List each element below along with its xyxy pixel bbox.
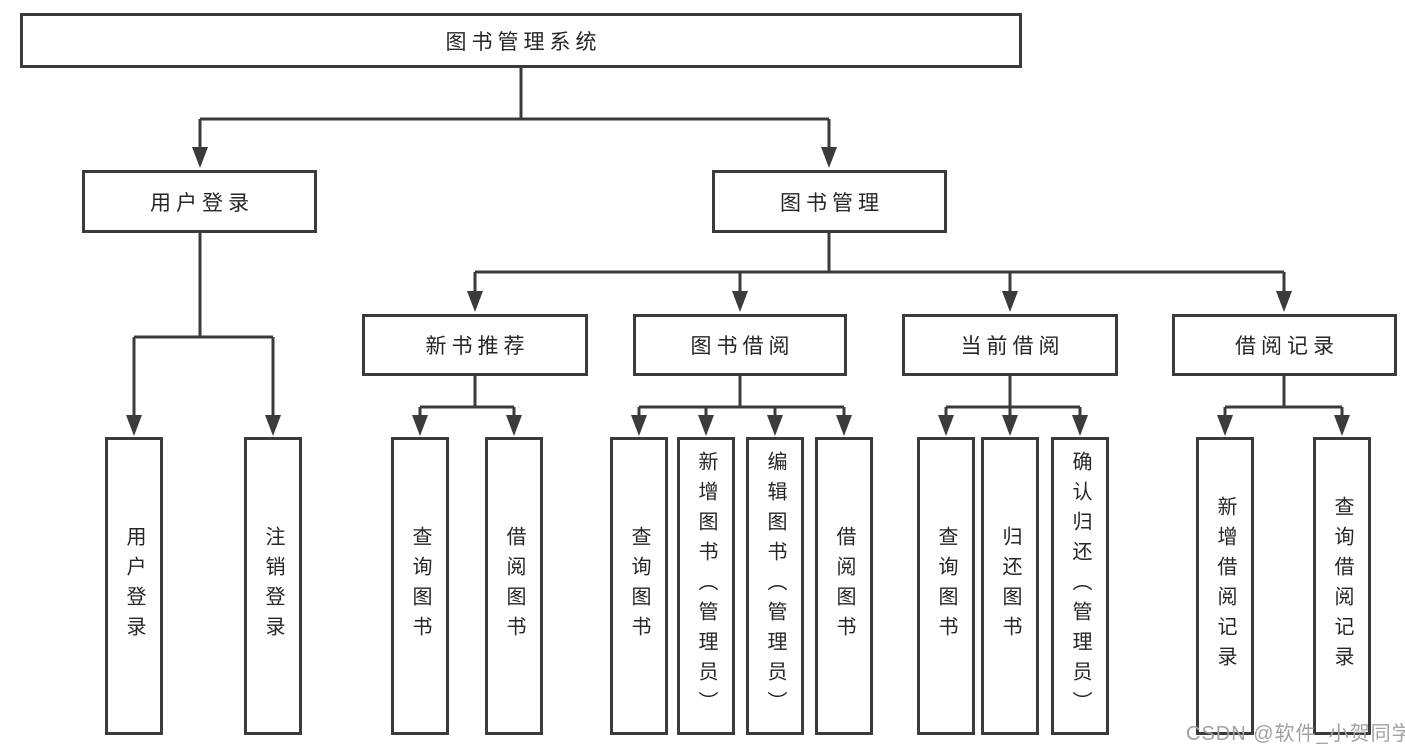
arrow-down-icon — [1002, 291, 1018, 312]
arrow-down-icon — [938, 415, 954, 436]
csdn-watermark: CSDN @软件_小贺同学 — [1186, 723, 1405, 745]
arrow-down-icon — [412, 415, 428, 436]
leaf-query-books-borrowing: 查询图书 — [610, 437, 668, 735]
arrow-down-icon — [1276, 291, 1292, 312]
arrow-down-icon — [265, 415, 281, 436]
node-user-login: 用户登录 — [82, 170, 317, 233]
leaf-edit-book-admin: 编辑图书（管理员） — [746, 437, 804, 735]
leaf-confirm-return-admin: 确认归还（管理员） — [1051, 437, 1109, 735]
node-new-book-recommendation: 新书推荐 — [362, 314, 588, 376]
arrow-down-icon — [821, 147, 837, 168]
arrow-down-icon — [1002, 415, 1018, 436]
node-root-system: 图书管理系统 — [20, 13, 1022, 68]
arrow-down-icon — [631, 415, 647, 436]
leaf-return-books: 归还图书 — [981, 437, 1039, 735]
leaf-query-books-recommend: 查询图书 — [391, 437, 449, 735]
arrow-down-icon — [467, 291, 483, 312]
arrow-down-icon — [767, 415, 783, 436]
leaf-add-borrow-record: 新增借阅记录 — [1196, 437, 1254, 735]
arrow-down-icon — [192, 147, 208, 168]
node-current-borrowing: 当前借阅 — [902, 314, 1118, 376]
arrow-down-icon — [1217, 415, 1233, 436]
leaf-logout: 注销登录 — [244, 437, 302, 735]
leaf-query-books-current: 查询图书 — [917, 437, 975, 735]
arrow-down-icon — [732, 291, 748, 312]
leaf-query-borrow-record: 查询借阅记录 — [1313, 437, 1371, 735]
node-borrowing-records: 借阅记录 — [1172, 314, 1397, 376]
leaf-borrow-books: 借阅图书 — [815, 437, 873, 735]
arrow-down-icon — [698, 415, 714, 436]
arrow-down-icon — [506, 415, 522, 436]
node-book-borrowing: 图书借阅 — [633, 314, 847, 376]
arrow-down-icon — [126, 415, 142, 436]
node-book-management: 图书管理 — [712, 170, 947, 233]
arrow-down-icon — [1334, 415, 1350, 436]
arrow-down-icon — [1072, 415, 1088, 436]
arrow-down-icon — [836, 415, 852, 436]
leaf-add-book-admin: 新增图书（管理员） — [677, 437, 735, 735]
leaf-user-login: 用户登录 — [105, 437, 163, 735]
leaf-borrow-books-recommend: 借阅图书 — [485, 437, 543, 735]
